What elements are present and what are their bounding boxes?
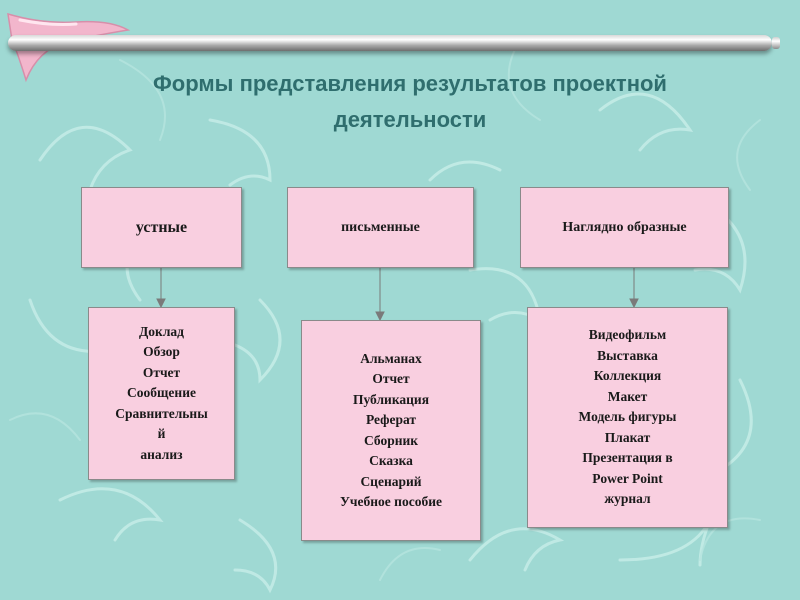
list-item: Обзор	[143, 344, 180, 360]
list-item: й	[157, 426, 166, 442]
list-item: Альманах	[360, 350, 422, 366]
list-item: Сравнительны	[115, 405, 208, 421]
list-visual: Видеофильм Выставка Коллекция Макет Моде…	[527, 307, 728, 528]
list-item: Power Point	[592, 470, 663, 486]
list-item: Реферат	[365, 412, 417, 427]
list-item: Макет	[607, 388, 648, 404]
rod-end-cap	[772, 37, 780, 49]
horizontal-rod	[8, 35, 772, 51]
list-item: Коллекция	[593, 368, 662, 384]
list-item: Сборник	[363, 432, 419, 448]
title-line-2: деятельности	[333, 107, 487, 132]
list-item: Отчет	[372, 371, 410, 386]
header-written-label: письменные	[341, 219, 420, 235]
list-item: Публикация	[352, 391, 430, 407]
header-oral: устные	[81, 187, 242, 268]
list-oral: Доклад Обзор Отчет Сообщение Сравнительн…	[88, 307, 235, 480]
header-visual-label: Наглядно образные	[562, 219, 687, 235]
header-visual: Наглядно образные	[520, 187, 729, 268]
list-item: Плакат	[604, 429, 651, 445]
list-item: Учебное пособие	[340, 494, 442, 509]
list-item: Презентация в	[582, 450, 673, 466]
header-written: письменные	[287, 187, 474, 268]
list-item: Отчет	[142, 364, 181, 380]
list-item: Сценарий	[360, 473, 422, 489]
list-item: Видеофильм	[588, 327, 667, 343]
list-item: Сообщение	[127, 385, 196, 401]
list-item: журнал	[604, 491, 651, 507]
list-item: Модель фигуры	[578, 409, 677, 425]
list-item: анализ	[140, 446, 183, 462]
page-title: Формы представления результатов проектно…	[90, 66, 730, 138]
list-item: Доклад	[139, 323, 184, 339]
list-written: Альманах Отчет Публикация Реферат Сборни…	[301, 320, 481, 541]
list-item: Выставка	[597, 347, 658, 363]
title-line-1: Формы представления результатов проектно…	[153, 71, 667, 96]
list-item: Сказка	[369, 453, 413, 468]
header-oral-label: устные	[135, 218, 188, 236]
